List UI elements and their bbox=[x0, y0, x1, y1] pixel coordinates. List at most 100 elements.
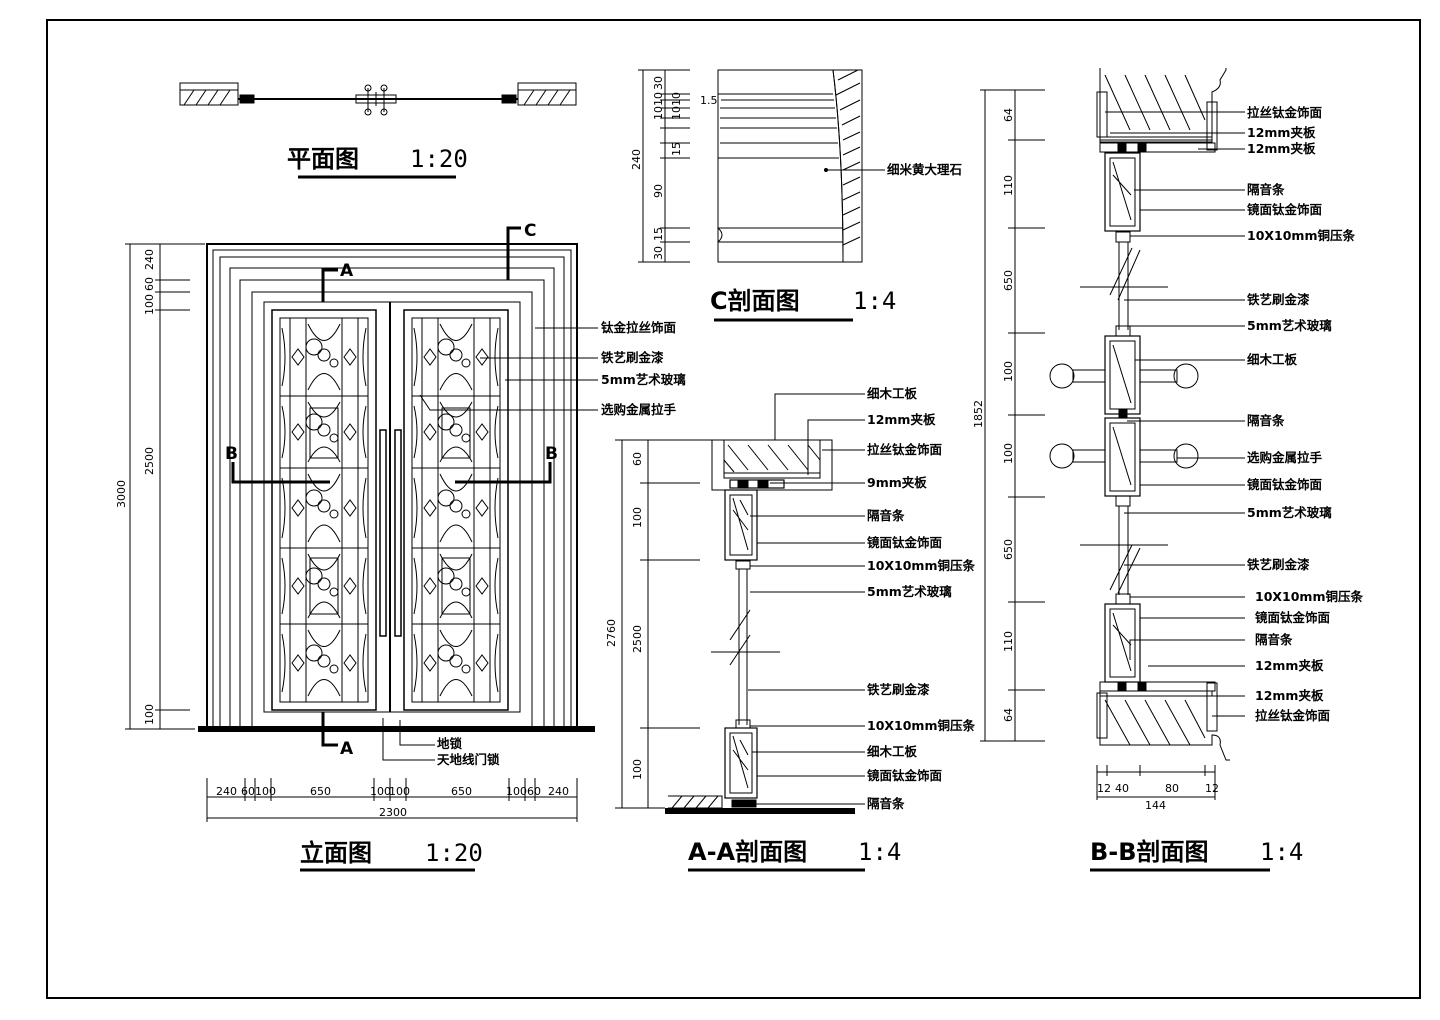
plan-view bbox=[179, 82, 577, 116]
section-mark-b-left: B bbox=[225, 444, 238, 464]
bb-label-2: 12mm夹板 bbox=[1247, 141, 1316, 156]
section-mark-a-top: A bbox=[340, 261, 354, 281]
aa-label-10: 细木工板 bbox=[867, 744, 918, 759]
elev-dim-bottom-0: 240 bbox=[216, 785, 237, 798]
section-aa-view bbox=[668, 439, 833, 809]
bb-label-12: 5mm艺术玻璃 bbox=[1247, 505, 1332, 520]
aa-label-11: 镜面钛金饰面 bbox=[867, 768, 943, 783]
section-c-scale: 1:4 bbox=[853, 287, 896, 315]
bb-label-7: 5mm艺术玻璃 bbox=[1247, 318, 1332, 333]
bb-label-0: 拉丝钛金饰面 bbox=[1247, 105, 1323, 120]
bb-label-18: 12mm夹板 bbox=[1255, 688, 1324, 703]
aa-label-9: 10X10mm铜压条 bbox=[867, 718, 975, 733]
sec-c-dim-8: 30 bbox=[652, 246, 665, 260]
section-c-title: C剖面图 bbox=[710, 287, 800, 315]
aa-label-12: 隔音条 bbox=[867, 796, 905, 811]
aa-dim-3: 100 bbox=[631, 759, 644, 780]
elevation-title: 立面图 bbox=[300, 839, 372, 867]
elevation-bottom-dim-lines bbox=[206, 778, 578, 822]
sec-c-dim-2: 10 bbox=[652, 106, 665, 120]
bb-label-3: 隔音条 bbox=[1247, 182, 1285, 197]
bb-label-9: 隔音条 bbox=[1247, 413, 1285, 428]
aa-label-2: 拉丝钛金饰面 bbox=[867, 442, 943, 457]
sec-c-dim-5: 15 bbox=[670, 142, 683, 156]
elev-dim-bottom-6: 650 bbox=[451, 785, 472, 798]
aa-label-8: 铁艺刷金漆 bbox=[867, 682, 930, 697]
aa-label-5: 镜面钛金饰面 bbox=[867, 535, 943, 550]
elev-dim-bottom-9: 240 bbox=[548, 785, 569, 798]
section-mark-c: C bbox=[524, 221, 536, 241]
aa-label-1: 12mm夹板 bbox=[867, 412, 936, 427]
aa-label-0: 细木工板 bbox=[867, 386, 918, 401]
elev-label-2: 5mm艺术玻璃 bbox=[601, 372, 686, 387]
section-markers bbox=[231, 226, 552, 747]
bb-dim-3: 100 bbox=[1002, 361, 1015, 382]
elev-dim-bottom-5: 100 bbox=[389, 785, 410, 798]
aa-label-4: 隔音条 bbox=[867, 508, 905, 523]
bb-bottom-dim-total: 144 bbox=[1145, 799, 1166, 812]
aa-label-6: 10X10mm铜压条 bbox=[867, 558, 975, 573]
section-bb-dim-lines bbox=[980, 89, 1216, 800]
elev-dim-left-1: 60 bbox=[143, 277, 156, 291]
elev-dim-bottom-2: 100 bbox=[255, 785, 276, 798]
bb-label-15: 镜面钛金饰面 bbox=[1255, 610, 1331, 625]
section-aa-leaders bbox=[748, 393, 865, 805]
bb-dim-total: 1852 bbox=[972, 400, 985, 428]
elev-dim-bottom-4: 100 bbox=[370, 785, 391, 798]
section-c-label: 细米黄大理石 bbox=[887, 162, 962, 177]
aa-dim-total: 2760 bbox=[605, 619, 618, 647]
bb-label-19: 拉丝钛金饰面 bbox=[1255, 708, 1331, 723]
sheet-border bbox=[46, 19, 1421, 999]
sec-c-dim-3: 10 bbox=[670, 106, 683, 120]
elevation-floor-line bbox=[198, 726, 595, 732]
section-aa-title: A-A剖面图 bbox=[688, 838, 807, 866]
section-mark-b-right: B bbox=[545, 444, 558, 464]
bb-dim-7: 64 bbox=[1002, 708, 1015, 722]
aa-dim-0: 60 bbox=[631, 452, 644, 466]
section-bb-leaders bbox=[1105, 111, 1245, 717]
sec-c-dim-6: 90 bbox=[652, 184, 665, 198]
section-bb-view bbox=[1049, 68, 1230, 761]
elev-dim-bottom-1: 60 bbox=[241, 785, 255, 798]
sec-c-dim-0: 30 bbox=[652, 76, 665, 90]
bb-label-17: 12mm夹板 bbox=[1255, 658, 1324, 673]
elevation-leaders bbox=[419, 327, 598, 411]
section-aa-floor bbox=[665, 808, 855, 814]
bb-dim-1: 110 bbox=[1002, 175, 1015, 196]
bb-bottom-dim-0: 12 bbox=[1097, 782, 1111, 795]
elev-label-1: 铁艺刷金漆 bbox=[601, 350, 664, 365]
elev-dim-total-width: 2300 bbox=[379, 806, 407, 819]
bb-label-1: 12mm夹板 bbox=[1247, 125, 1316, 140]
bb-dim-5: 650 bbox=[1002, 539, 1015, 560]
elev-dim-left-4: 100 bbox=[143, 704, 156, 725]
lock-leaders bbox=[382, 718, 435, 761]
bb-label-13: 铁艺刷金漆 bbox=[1247, 557, 1310, 572]
elevation-left-dim-lines bbox=[125, 243, 205, 730]
elev-dim-total-height: 3000 bbox=[115, 480, 128, 508]
bb-bottom-dim-1: 40 bbox=[1115, 782, 1129, 795]
section-aa-dim-lines bbox=[615, 439, 712, 809]
aa-label-3: 9mm夹板 bbox=[867, 475, 927, 490]
elev-dim-bottom-3: 650 bbox=[310, 785, 331, 798]
elev-dim-bottom-8: 60 bbox=[527, 785, 541, 798]
sec-c-dim-7: 15 bbox=[652, 227, 665, 241]
bb-bottom-dim-2: 80 bbox=[1165, 782, 1179, 795]
bb-label-5: 10X10mm铜压条 bbox=[1247, 228, 1355, 243]
sec-c-dim-4: 10 bbox=[670, 92, 683, 106]
bb-label-8: 细木工板 bbox=[1247, 352, 1298, 367]
bb-dim-6: 110 bbox=[1002, 631, 1015, 652]
bb-bottom-dim-3: 12 bbox=[1205, 782, 1219, 795]
sec-c-dim-total: 240 bbox=[630, 149, 643, 170]
section-bb-title: B-B剖面图 bbox=[1090, 838, 1209, 866]
iron-grille-pattern bbox=[280, 317, 500, 703]
plan-title: 平面图 bbox=[287, 145, 359, 173]
sec-c-dim-1: 10 bbox=[652, 92, 665, 106]
elev-label-3: 选购金属拉手 bbox=[601, 402, 677, 417]
section-mark-a-bottom: A bbox=[340, 739, 354, 759]
bb-label-11: 镜面钛金饰面 bbox=[1247, 477, 1323, 492]
plan-scale: 1:20 bbox=[410, 145, 468, 173]
bb-label-6: 铁艺刷金漆 bbox=[1247, 292, 1310, 307]
bb-dim-2: 650 bbox=[1002, 270, 1015, 291]
elevation-scale: 1:20 bbox=[425, 839, 483, 867]
aa-label-7: 5mm艺术玻璃 bbox=[867, 584, 952, 599]
